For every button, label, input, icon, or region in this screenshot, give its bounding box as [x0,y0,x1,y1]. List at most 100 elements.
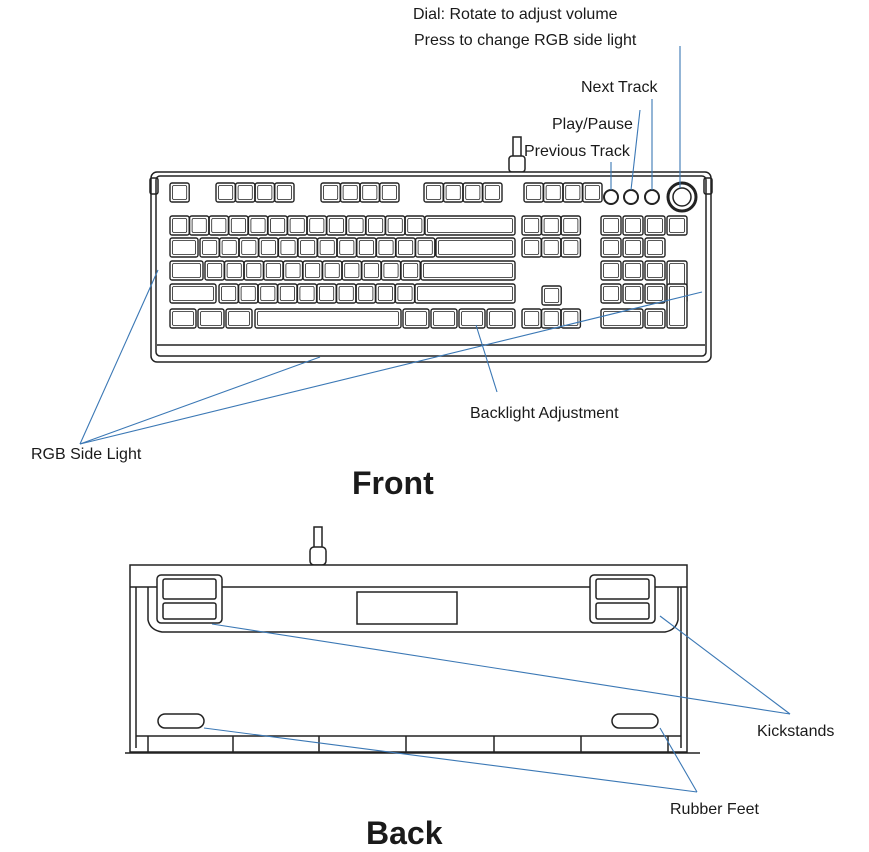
rubber-feet-label: Rubber Feet [670,801,759,818]
keycap-top [257,311,399,326]
keycap-top [279,286,295,301]
kickstand-left [156,574,223,624]
keycap-top [603,218,619,233]
keycap-top [433,311,455,326]
keycap-top [445,185,461,200]
keycap-top [260,286,276,301]
keycap-top [669,218,685,233]
keycap-top [200,311,222,326]
dial-label-line2: Press to change RGB side light [414,32,637,49]
keycap-top [526,185,542,200]
keycap-top [543,240,559,255]
keycap-top [647,240,663,255]
keycap-top [603,240,619,255]
front-heading: Front [352,465,434,501]
keycap-top [524,218,540,233]
previous-track-button [603,189,619,205]
keycap-top [465,185,481,200]
keycap-top [543,218,559,233]
keycap-top [207,263,223,278]
keycap-top [647,218,663,233]
keycap-top [265,263,281,278]
rubber-feet [157,713,659,729]
keycap-top [324,263,340,278]
keycap-top [309,218,325,233]
keycap-top [417,286,513,301]
keycap-top [563,240,579,255]
keycap-top [172,185,188,200]
next-track-label: Next Track [581,79,658,96]
keycap-top [358,240,374,255]
keycap-top [377,286,393,301]
keycap-top [423,263,513,278]
leader-backlight [475,324,498,393]
keycap-top [172,218,188,233]
kickstand-right [589,574,656,624]
previous-track-label: Previous Track [524,143,630,160]
leader-play-pause [630,109,641,191]
keycap-top [381,185,397,200]
keycap-top [319,240,335,255]
leader-rgb-2 [79,356,321,445]
keycap-top [438,240,513,255]
keycap-top [461,311,483,326]
keycap-top [544,288,560,303]
keycap-top [545,185,561,200]
keycap-top [625,263,641,278]
keycap-top [276,185,292,200]
keycap-top [221,286,237,301]
keycap-top [172,311,194,326]
keycap-top [237,185,253,200]
keycap-top [398,240,414,255]
keycap-top [484,185,500,200]
keycap-top [378,240,394,255]
keycap-top [241,240,257,255]
keycap-top [647,263,663,278]
keycap-top [417,240,433,255]
keycap-top [647,311,663,326]
keycap-top [603,263,619,278]
keycap-top [172,240,196,255]
keycap-top [368,218,384,233]
keycap-top [226,263,242,278]
leader-rubber-2 [659,727,698,793]
keycap-top [603,311,641,326]
leader-rgb-1 [79,269,159,445]
keycap-top [363,263,379,278]
rubber-foot-right [611,713,659,729]
keycap-top [524,240,540,255]
back-heading: Back [366,815,443,851]
kickstands-label: Kickstands [757,723,835,740]
keycap-top [427,218,513,233]
dial-label-line1: Dial: Rotate to adjust volume [413,6,618,23]
keycap-top [319,286,335,301]
next-track-button [644,189,660,205]
keycap-top [387,218,403,233]
keycap-top [285,263,301,278]
keycap-top [218,185,234,200]
keycap-top [228,311,250,326]
keycap-top [405,311,427,326]
keycap-top [250,218,266,233]
keycap-top [342,185,358,200]
keycap-top [339,240,355,255]
keycap-top [305,263,321,278]
keycap-top [191,218,207,233]
keycap-top [407,218,423,233]
keycap-top [397,286,413,301]
leader-kickstand-2 [659,615,791,715]
keycap-top [669,286,685,326]
leader-rubber-1 [203,727,698,793]
keycap-top [270,218,286,233]
keycap-top [328,218,344,233]
keycap-top [625,286,641,301]
front-key-grid [169,182,688,329]
keycap-top [358,286,374,301]
play-pause-button [623,189,639,205]
keycap-top [603,286,619,301]
keycap-top [289,218,305,233]
keycap-top [563,311,579,326]
keycap-top [240,286,256,301]
keycap-top [280,240,296,255]
